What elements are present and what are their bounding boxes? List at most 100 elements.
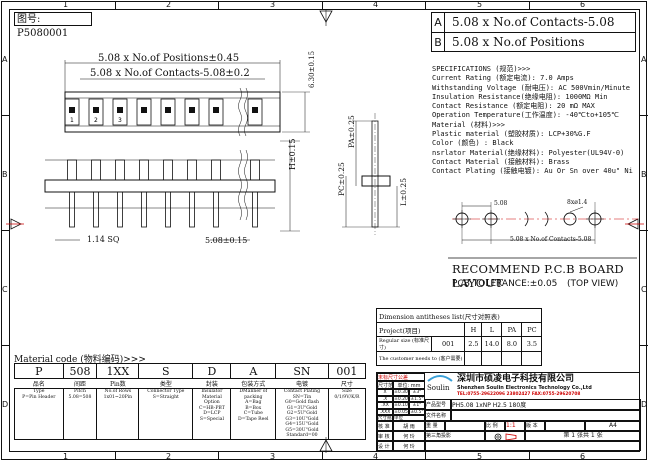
material-code-description-line: SN=Tin [292,394,312,400]
material-code-description-line: G4=15U"Gold [285,422,319,427]
tb-tol-angle: ±1.5° [409,395,425,402]
material-code-description-line: Material [201,394,222,400]
dim-table-header: PA [501,322,523,337]
contact-cavity [88,98,104,126]
dim-pa: PA±0.25 [347,115,356,148]
material-code-description-line: P=Pin Header [22,394,56,400]
material-code-heading: 包装方式 [241,381,266,388]
material-code-description-line: S=Straight [152,394,179,400]
dim-table-cell: 2.5 [464,336,483,352]
contact-cavity [184,98,200,126]
zone-tick [529,452,530,460]
contact-cavity [247,98,263,126]
spec-line: Contact Resistance (额定电阻): 20 mΩ MAX [432,102,595,111]
dim-pc: PC±0.25 [337,162,346,196]
zone-col-bottom: 4 [373,452,379,461]
dim-table-header: PC [521,322,543,337]
tb-paper-size: A4 [585,421,641,431]
material-code-heading: 类型 [159,381,172,388]
dim-pitch: 5.08±0.15 [205,236,248,245]
tb-tol-range: .XXX [377,408,393,415]
material-code-description-line: C=HB-PBT [198,405,225,411]
front-pin-upper [187,159,197,181]
material-code-description-line: Option [204,400,220,405]
spec-line: Contact Material (接触材料): Brass [432,157,570,166]
tb-tel: TEL:0755-29622096 23802427 FAX:0755-2962… [457,392,581,397]
zone-col-top: 3 [270,0,276,9]
contact-pin-square [141,107,147,113]
material-code-description-line: Type [33,389,45,394]
front-pin-lower [69,191,75,228]
tb-scale-label: 比 例 [485,421,505,431]
zone-tick [322,1,323,9]
tb-left-label: 单位 [393,415,425,421]
contact-pin-square [213,107,219,113]
material-code-value: 508 [62,363,98,379]
material-code-description-line: No.of Rows [104,389,132,394]
pin-number: 3 [118,117,122,124]
tb-tol-angle: ±0.5° [409,408,425,415]
tb-left-label: 核 准 [377,421,393,431]
tb-material-value [451,410,641,421]
contact-cavity [64,98,80,126]
contact-pin-square [189,107,195,113]
material-code-value: SN [275,363,329,379]
zone-row-right: C [641,285,647,294]
front-pin-lower [189,191,195,228]
material-code-description-line: DManner of [239,389,268,394]
material-code-description-line: B=Box [245,405,262,411]
material-code-description-line: G3=10U"Gold [285,416,319,422]
contact-pin-square [69,107,75,113]
drawing-number: 图号: P5080001 [14,12,92,39]
tb-unit-hint: 单位: mm [393,381,425,389]
title-block: 末标尺寸公差 尺寸范围 单位: mm Soulin 深圳市硕凌电子科技有限公司 … [376,372,641,452]
contact-pin-square [117,107,123,113]
tb-weight-value [445,421,485,431]
tb-angle-symbol [485,431,525,441]
tb-designer: 胡 雨 [393,421,425,431]
front-pin-lower [93,191,99,228]
spec-line: Color (颜色) : Black [432,139,514,148]
material-code-heading: 电镀 [295,381,308,388]
pcb-layout-title: RECOMMEND P.C.B BOARD LAYOUT [452,262,624,290]
zone-tick [115,1,116,9]
dimension-table: Dimension antitheses list(尺寸对照表) Project… [375,308,543,366]
pcb-view: (TOP VIEW) [567,279,619,289]
zone-tick [218,1,219,9]
zone-col-top: 2 [166,0,172,9]
zone-tick [1,115,9,116]
dim-positions: 5.08 x No.of Positions±0.45 [98,53,240,64]
zone-row-left: A [2,55,8,64]
pin-number: 2 [94,117,98,124]
pcb-hole [563,212,577,226]
dim-table-cell: 14.0 [481,336,503,352]
zone-tick [218,452,219,460]
zone-row-left: B [2,170,8,179]
material-code-heading: 间距 [73,381,86,388]
tb-company-cn: 深圳市硕凌电子科技有限公司 [457,374,575,384]
spec-line: Current Rating (额定电流): 7.0 Amps [432,74,574,83]
dim-table-header: L [481,322,503,337]
tb-left-label: 设 计 [377,441,393,451]
material-code-description-line: Size [342,389,352,394]
front-pin-lower [165,191,171,228]
dim-table-title: Dimension antitheses list(尺寸对照表) [375,308,543,323]
dim-table-row-label: Regular size (标准尺寸) [376,336,432,352]
tb-material-label: 文件名称 [425,410,451,421]
front-pin-upper [67,159,77,181]
tb-left-label: 尺寸规格 [377,415,393,421]
tb-tol-range: X [377,389,393,396]
spec-line: Plastic material (塑胶材质): LCP+30%G.F [432,130,591,139]
zone-col-bottom: 2 [166,452,172,461]
tb-tol-angle: ±3° [409,389,425,396]
tb-tol-value: ±0.10 [393,402,409,409]
material-code-value: D [192,363,232,379]
spec-line: Material (材料)>>> [432,120,506,129]
material-code-description-line: Pitch [74,389,86,394]
tb-brand: Soulin [427,384,450,392]
